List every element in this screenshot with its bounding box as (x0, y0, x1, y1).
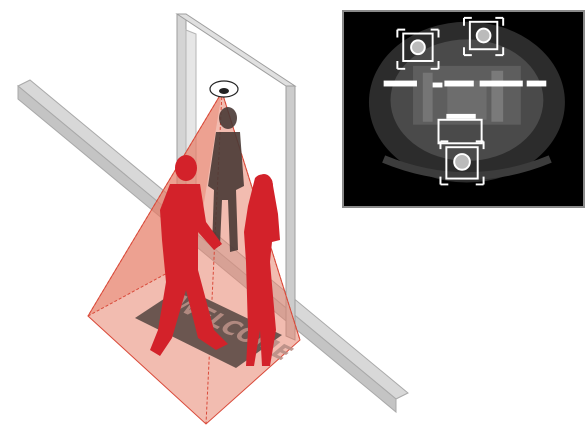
camera-feed-inset (342, 10, 585, 208)
face-detection-box (440, 141, 483, 184)
camera-feed-image (344, 12, 583, 206)
ceiling-camera-icon (210, 81, 238, 97)
